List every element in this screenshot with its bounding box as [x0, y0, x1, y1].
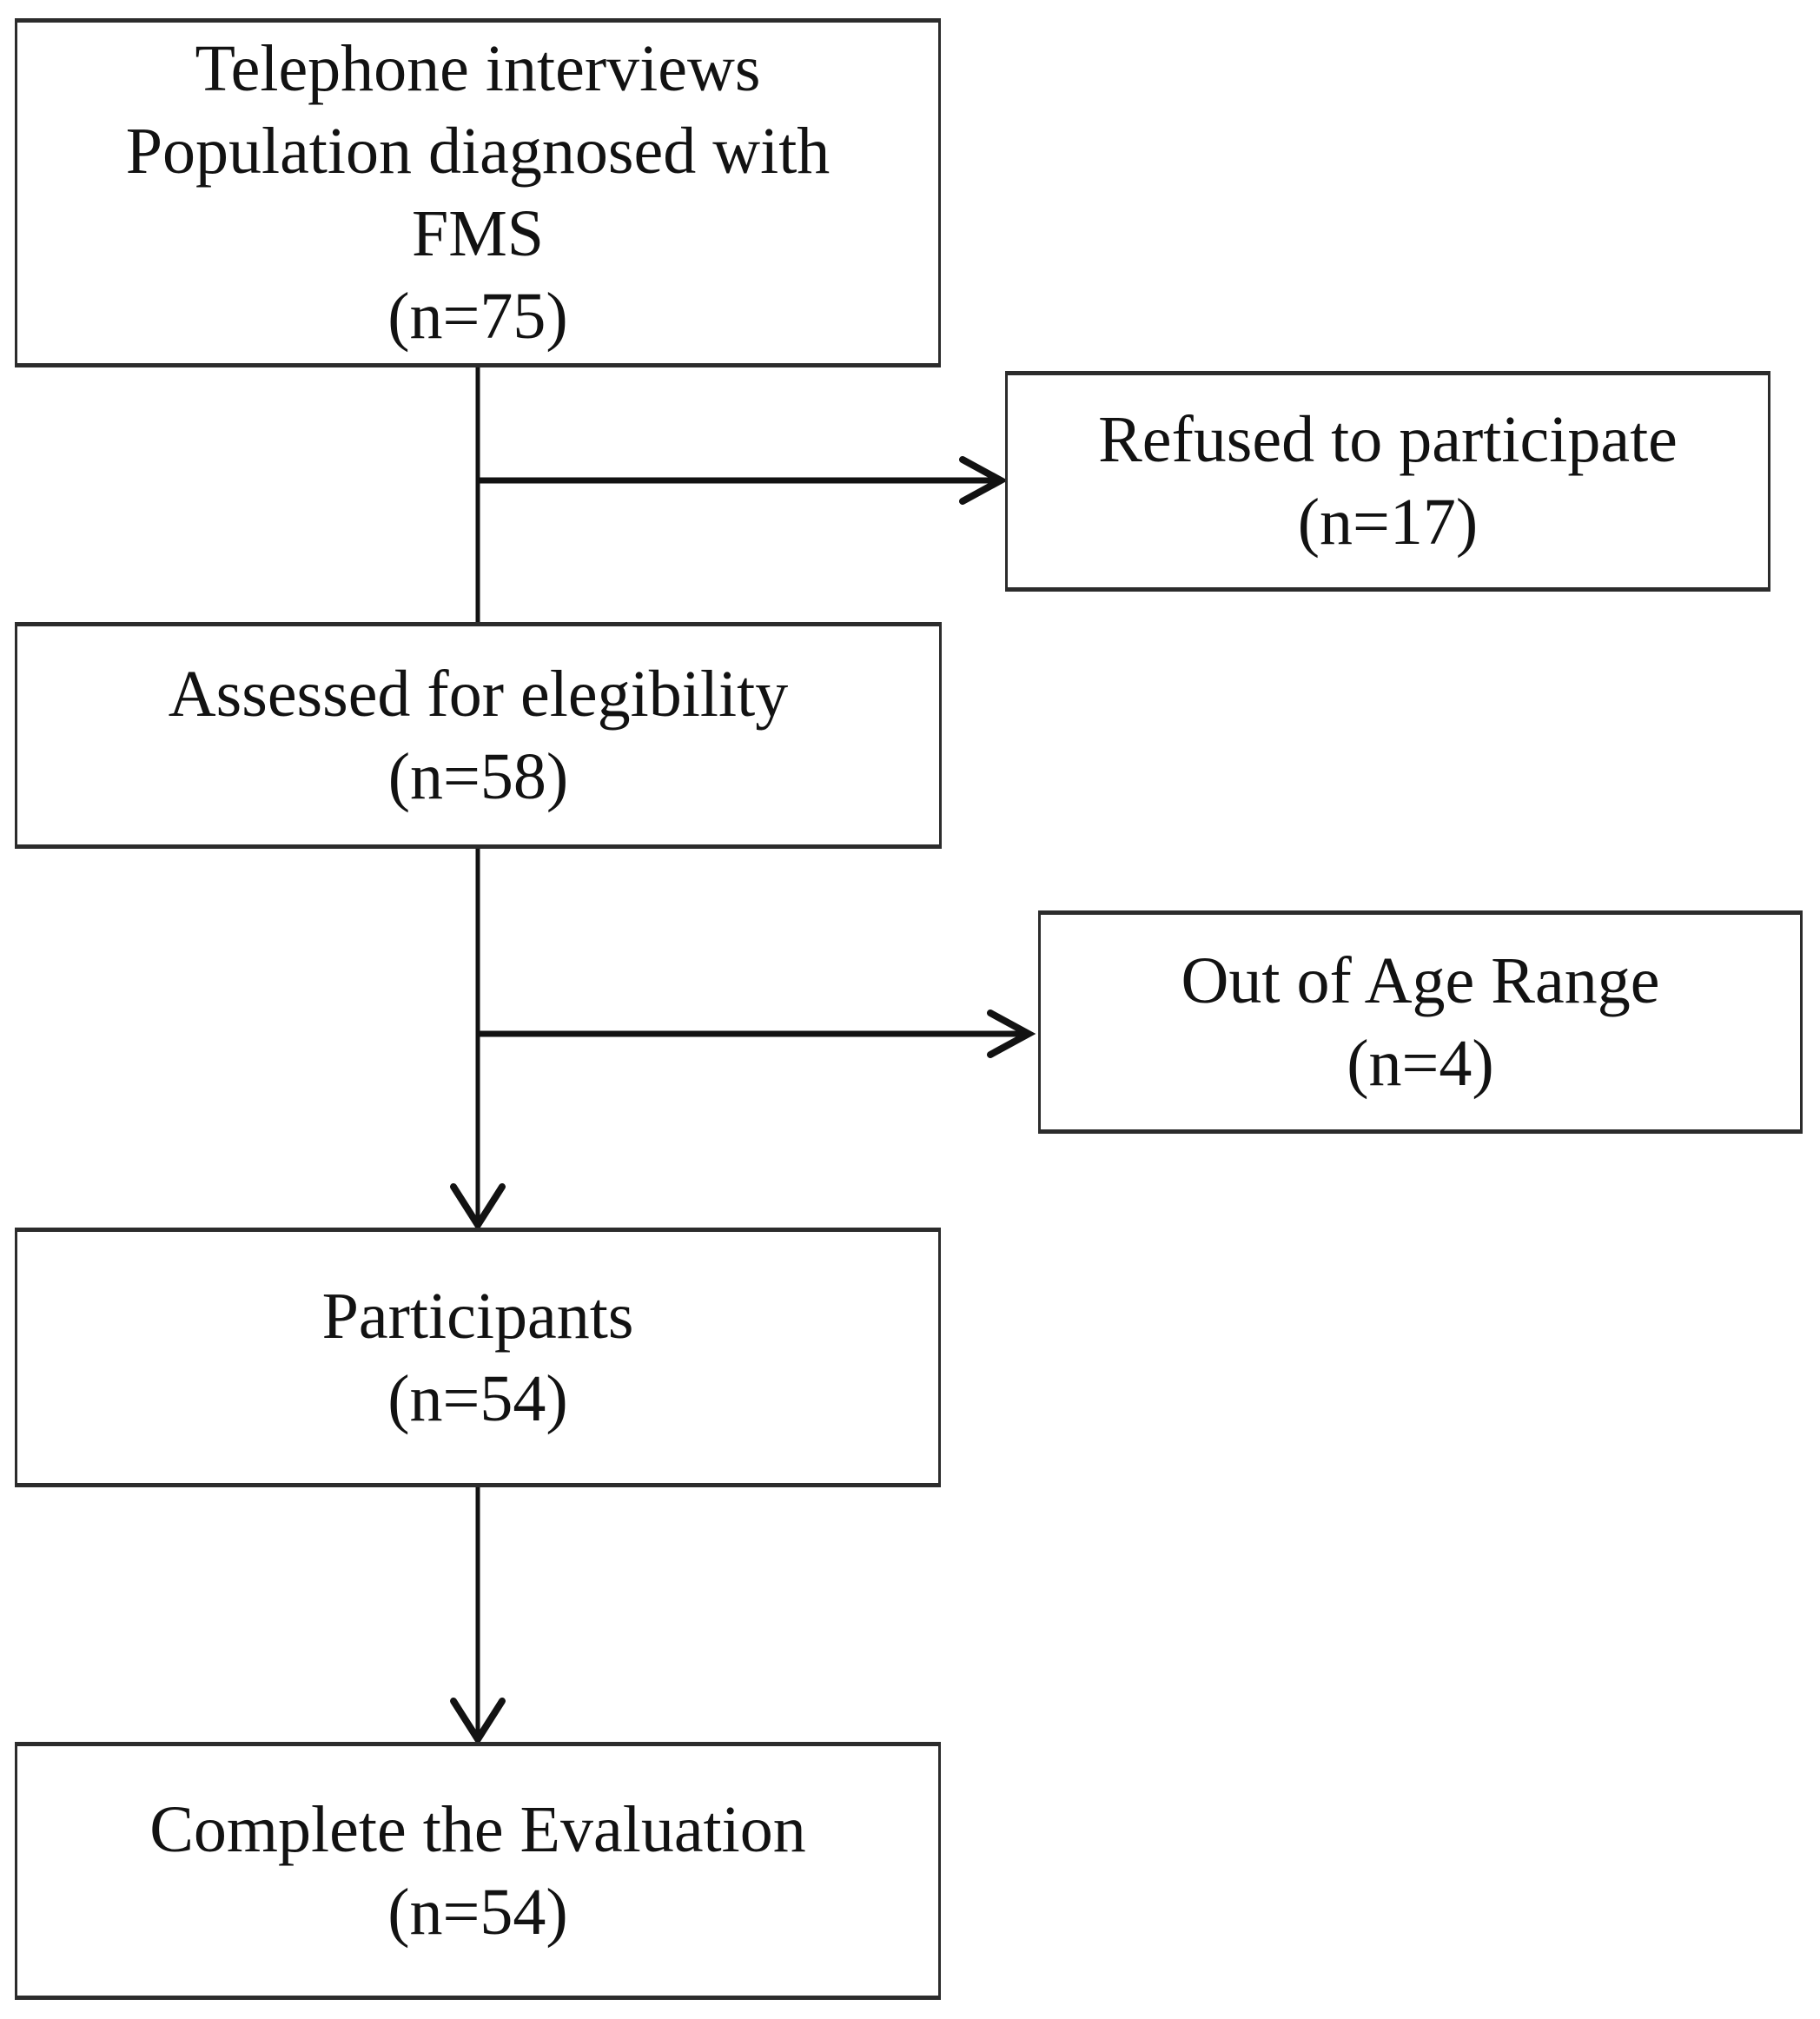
node-label-line: Participants	[321, 1279, 634, 1353]
node-telephone-interviews: Telephone interviews Population diagnose…	[15, 18, 941, 367]
node-label-line: Telephone interviews	[195, 32, 761, 105]
node-complete-the-evaluation: Complete the Evaluation (n=54)	[15, 1742, 941, 2000]
node-n-count: (n=54)	[387, 1875, 568, 1949]
node-assessed-for-elegibility: Assessed for elegibility (n=58)	[15, 622, 942, 849]
node-label-line: Complete the Evaluation	[149, 1792, 806, 1866]
node-n-count: (n=58)	[387, 739, 569, 813]
arrowhead-right-refused-icon	[959, 456, 1009, 505]
arrowhead-down-complete-icon	[450, 1698, 506, 1746]
node-refused-to-participate: Refused to participate (n=17)	[1005, 371, 1770, 592]
arrowhead-right-outofage-icon	[987, 1010, 1036, 1058]
node-label-line: Population diagnosed with	[125, 115, 831, 188]
node-participants: Participants (n=54)	[15, 1228, 941, 1487]
node-label-line: Out of Age Range	[1181, 943, 1660, 1017]
node-n-count: (n=75)	[387, 280, 568, 353]
arrowhead-down-participants-icon	[450, 1183, 506, 1232]
node-n-count: (n=54)	[387, 1361, 568, 1435]
node-n-count: (n=4)	[1347, 1026, 1494, 1100]
node-n-count: (n=17)	[1297, 486, 1479, 559]
node-label-line: FMS	[411, 197, 545, 270]
node-out-of-age-range: Out of Age Range (n=4)	[1038, 910, 1803, 1134]
node-label-line: Assessed for elegibility	[168, 657, 789, 731]
node-label-line: Refused to participate	[1098, 403, 1678, 476]
